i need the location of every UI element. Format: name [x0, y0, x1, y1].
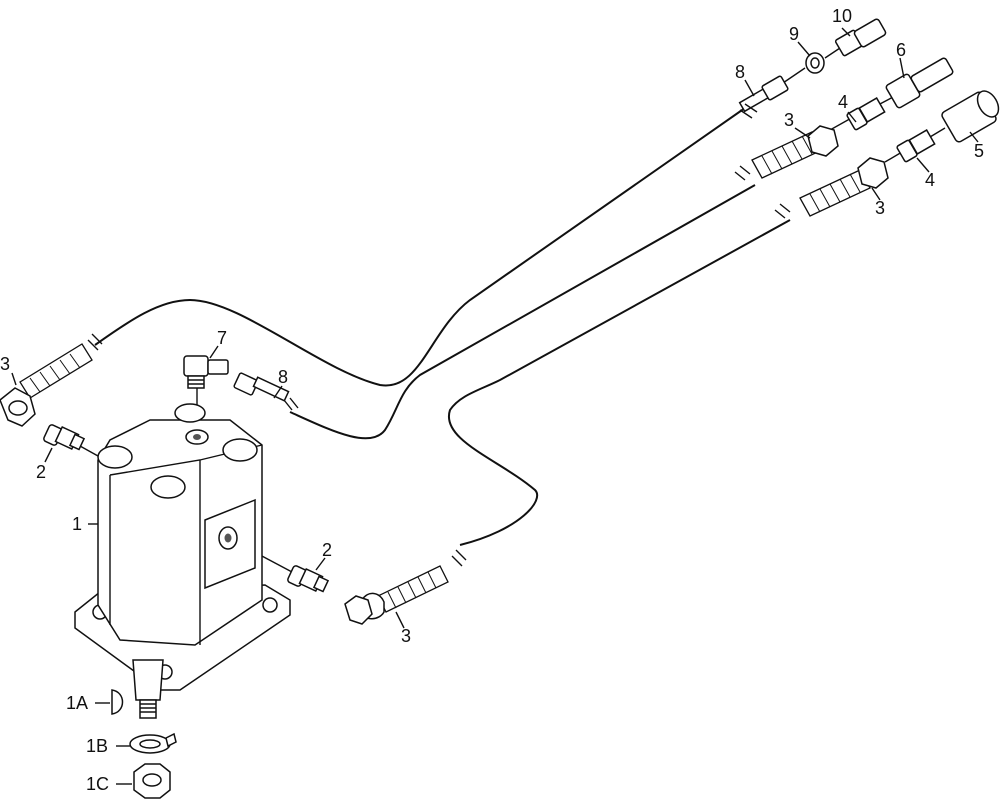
hose-assembly-top-left — [0, 343, 93, 427]
callout-4-lower: 4 — [925, 170, 935, 190]
callout-8-top: 8 — [735, 62, 745, 82]
callout-1b: 1B — [86, 736, 108, 756]
pump-housing — [97, 419, 263, 646]
callout-7: 7 — [217, 328, 227, 348]
callout-3-top-left: 3 — [0, 354, 10, 374]
coupler-adapter — [834, 18, 887, 57]
adapter-fitting-lower — [896, 129, 936, 163]
shaft-thread — [139, 699, 157, 719]
callout-2-right: 2 — [322, 540, 332, 560]
callout-2-left: 2 — [36, 462, 46, 482]
callout-6: 6 — [896, 40, 906, 60]
drive-shaft — [132, 659, 164, 701]
hose-assembly-top-right — [751, 125, 839, 179]
adapter-fitting-right — [287, 565, 330, 593]
return-line-middle — [289, 184, 756, 440]
callout-8-center: 8 — [278, 367, 288, 387]
adapter-fitting-upper — [846, 97, 886, 131]
hose-nut-right-lower — [857, 157, 889, 189]
callout-labels: 1 1A 1B 1C 2 2 3 3 3 3 4 4 5 6 7 8 8 9 1… — [0, 6, 984, 794]
callout-9: 9 — [789, 24, 799, 44]
top-bolt-left — [97, 445, 133, 469]
top-bolt-right — [222, 438, 258, 462]
callout-1a: 1A — [66, 693, 88, 713]
hydraulic-pump — [74, 403, 291, 719]
callout-3-bottom: 3 — [401, 626, 411, 646]
port-leader-left — [79, 445, 99, 457]
top-bolt-back — [174, 403, 206, 423]
callout-3-top-right: 3 — [784, 110, 794, 130]
hose-assembly-bottom — [344, 565, 449, 625]
callout-4-upper: 4 — [838, 92, 848, 112]
hose-nut-top-right — [807, 125, 839, 157]
line-break-marks — [87, 103, 791, 567]
callout-5: 5 — [974, 141, 984, 161]
callout-1c: 1C — [86, 774, 109, 794]
callout-3-right-lower: 3 — [875, 198, 885, 218]
top-bolt-front — [150, 475, 186, 499]
callout-10: 10 — [832, 6, 852, 26]
return-line-lower — [447, 219, 791, 546]
quick-coupler-male — [885, 57, 954, 109]
hose-end-fitting-center — [233, 372, 290, 402]
quick-coupler-female — [941, 90, 1000, 143]
elbow-fitting — [183, 355, 229, 389]
flange-bolt-hole-right — [262, 597, 278, 613]
pressure-line-upper — [94, 107, 746, 387]
shaft-key — [111, 689, 124, 715]
hose-assembly-right-lower — [799, 157, 889, 217]
callout-leaders — [11, 27, 979, 785]
hose-nut-bottom — [344, 595, 373, 625]
callout-1: 1 — [72, 514, 82, 534]
adapter-fitting-left — [43, 424, 86, 451]
